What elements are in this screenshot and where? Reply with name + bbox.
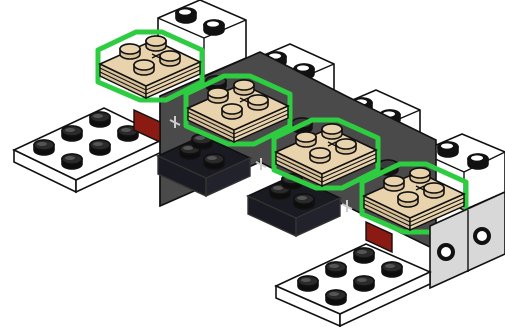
pin-hole-icon (473, 227, 491, 245)
tan-plate-stack-1 (98, 32, 202, 100)
pin-hole-icon (437, 243, 455, 261)
white-plate-2x4-bottom (276, 244, 430, 326)
tan-plate-stack-2 (186, 76, 290, 144)
tan-plate-stack-3 (274, 120, 378, 188)
